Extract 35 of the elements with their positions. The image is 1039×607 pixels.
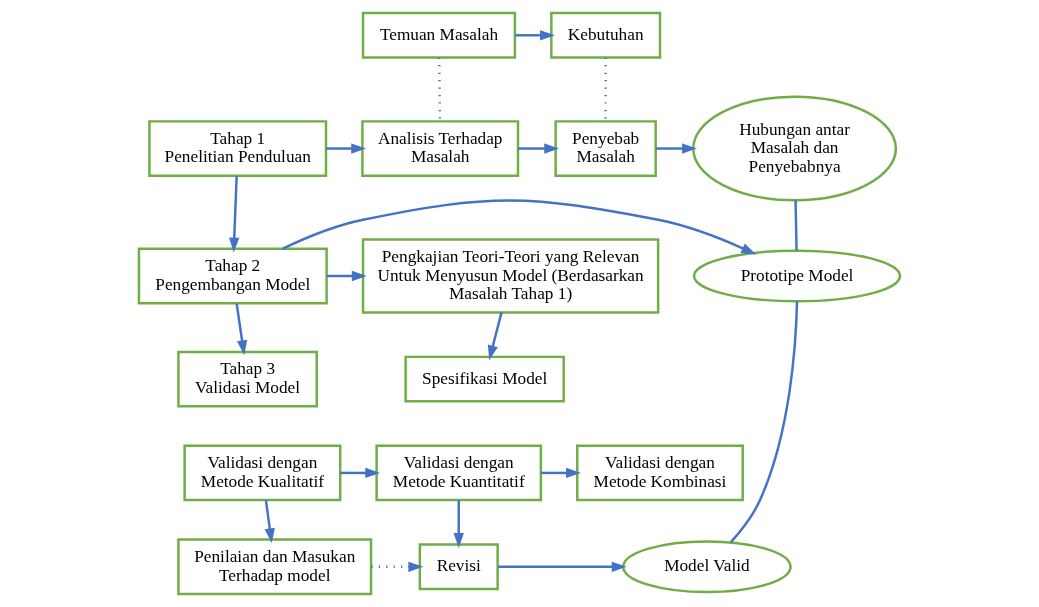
node-ellipse: Prototipe Model <box>692 249 902 303</box>
node-box: Pengkajian Teori-Teori yang Relevan Untuk Menyusun Model (Berdasarkan Masalah Tahap 1) <box>361 238 660 314</box>
arrow <box>515 30 555 41</box>
node-box: Spesifikasi Model <box>404 355 565 403</box>
arrow <box>518 143 560 154</box>
node-box: Tahap 2 Pengembangan Model <box>137 247 328 305</box>
node-box: Penyebab Masalah <box>554 120 657 177</box>
arrow <box>326 143 367 154</box>
node-box: Temuan Masalah <box>361 11 517 59</box>
arrow <box>487 312 503 361</box>
arrow <box>326 270 367 282</box>
arrow <box>655 143 697 154</box>
arrow <box>264 499 275 544</box>
connector <box>437 57 442 122</box>
node-box: Analisis Terhadap Masalah <box>361 120 520 177</box>
arrow <box>540 467 581 479</box>
node-ellipse: Model Valid <box>622 540 792 594</box>
arrow <box>235 303 248 356</box>
node-ellipse: Hubungan antar Masalah dan Penyebabnya <box>692 95 898 202</box>
connector <box>794 200 798 251</box>
node-box: Validasi dengan Metode Kuantitatif <box>375 444 543 502</box>
arrow <box>453 500 464 548</box>
arrow <box>498 561 627 572</box>
node-box: Tahap 3 Validasi Model <box>177 350 318 408</box>
node-box: Revisi <box>418 543 499 591</box>
node-box: Penilaian dan Masukan Terhadap model <box>177 538 373 596</box>
node-box: Tahap 1 Penelitian Penduluan <box>148 120 328 177</box>
arrow <box>229 176 240 253</box>
arrow <box>340 467 381 479</box>
arrow <box>282 199 757 255</box>
node-box: Kebutuhan <box>550 11 662 59</box>
node-box: Validasi dengan Metode Kualitatif <box>183 444 342 502</box>
node-box: Validasi dengan Metode Kombinasi <box>576 444 744 502</box>
connector <box>730 301 799 543</box>
arrow <box>371 561 424 572</box>
